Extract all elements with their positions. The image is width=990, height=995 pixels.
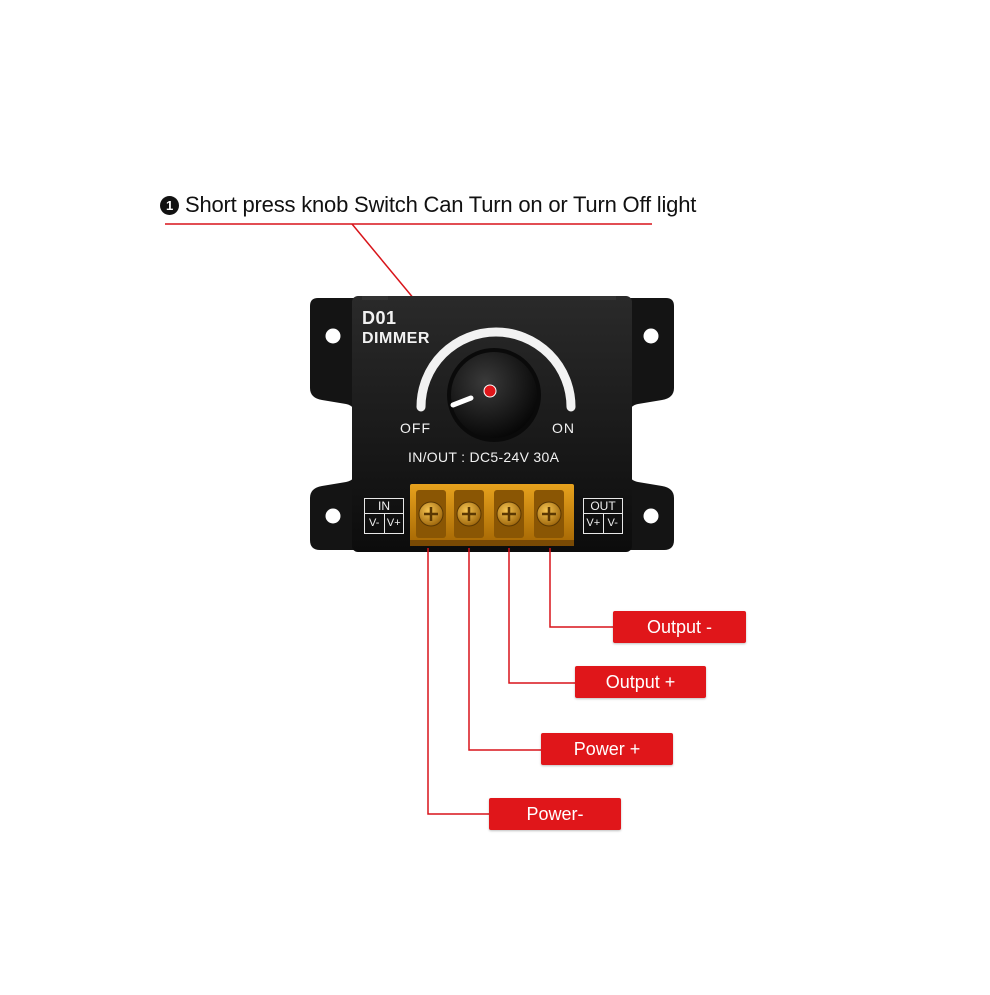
instruction-text: Short press knob Switch Can Turn on or T… <box>185 192 697 217</box>
output-pin-negative: V- <box>607 517 618 529</box>
mounting-hole-bottom-right <box>643 508 659 524</box>
callout-output-plus: Output + <box>575 666 706 698</box>
callout-power-minus: Power- <box>489 798 621 830</box>
on-label: ON <box>552 420 575 436</box>
rotary-knob[interactable] <box>447 348 541 442</box>
knob-indicator-mark <box>450 395 474 408</box>
off-label: OFF <box>400 420 431 436</box>
mounting-hole-top-left <box>325 328 341 344</box>
mounting-flange-right <box>628 298 674 550</box>
instruction-caption: 1 Short press knob Switch Can Turn on or… <box>160 192 696 218</box>
voltage-rating: IN/OUT : DC5-24V 30A <box>408 449 560 465</box>
leader-power-minus <box>427 548 490 815</box>
brightness-dial-arc <box>416 327 576 412</box>
leader-output-minus <box>549 548 614 628</box>
leader-power-plus <box>468 548 542 751</box>
callout-power-plus: Power + <box>541 733 673 765</box>
leader-output-plus <box>508 548 576 684</box>
input-title: IN <box>365 499 403 514</box>
knob-press-point <box>483 384 497 398</box>
input-pin-negative: V- <box>365 514 385 533</box>
mounting-hole-top-right <box>643 328 659 344</box>
screw-terminal-block <box>410 484 574 546</box>
input-terminal-label: IN V- V+ <box>364 498 404 534</box>
mounting-flange-left <box>310 298 356 550</box>
model-label: D01 <box>362 308 397 328</box>
screw-terminal-icon <box>534 490 564 538</box>
product-label: DIMMER <box>362 330 430 347</box>
numbered-step-badge: 1 <box>160 195 179 215</box>
wire-leader-lines <box>427 548 614 815</box>
screw-terminal-icon <box>454 490 484 538</box>
callout-output-minus: Output - <box>613 611 746 643</box>
output-terminal-label: OUT V+ V- <box>583 498 623 534</box>
input-pin-positive: V+ <box>386 517 401 529</box>
output-pin-positive: V+ <box>584 514 604 533</box>
screw-terminal-icon <box>416 490 446 538</box>
mounting-hole-bottom-left <box>325 508 341 524</box>
output-title: OUT <box>584 499 622 514</box>
screw-terminal-icon <box>494 490 524 538</box>
